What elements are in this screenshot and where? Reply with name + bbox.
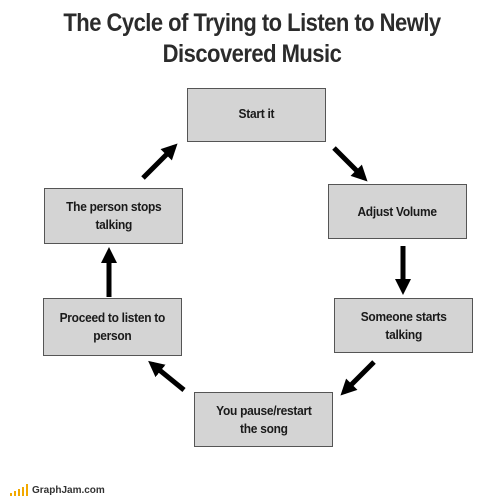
node-someone-line-1: Someone starts — [360, 308, 447, 324]
arrow-someone-to-pause — [340, 360, 376, 396]
node-proceed-to-listen: Proceed to listen to person — [43, 298, 182, 356]
node-adjust-volume: Adjust Volume — [328, 184, 467, 239]
node-stops-line-1: The person stops — [65, 199, 162, 214]
title-line-1: The Cycle of Trying to Listen to Newly — [63, 9, 441, 37]
arrow-stops-to-start — [141, 143, 178, 180]
node-start-it-label: Start it — [238, 106, 275, 121]
node-pause-line-2: the song — [239, 420, 288, 436]
diagram-title: The Cycle of Trying to Listen to Newly D… — [30, 8, 474, 70]
node-someone-line-2: talking — [385, 326, 422, 342]
node-adjust-volume-label: Adjust Volume — [357, 203, 438, 219]
node-proceed-line-1: Proceed to listen to — [59, 310, 166, 325]
node-person-stops-talking: The person stops talking — [44, 188, 183, 244]
arrow-start-to-adjust — [332, 146, 368, 182]
graphjam-logo-icon — [10, 484, 28, 496]
graphjam-site-text: GraphJam.com — [32, 485, 105, 496]
arrow-pause-to-proceed — [148, 360, 186, 392]
node-someone-starts-talking-label: Someone starts talking — [361, 308, 447, 344]
node-pause-restart-label: You pause/restart the song — [215, 402, 312, 438]
node-proceed-to-listen-label: Proceed to listen to person — [59, 309, 166, 345]
node-proceed-line-2: person — [93, 328, 132, 343]
node-start-it: Start it — [187, 88, 326, 142]
graphjam-footer: GraphJam.com — [10, 484, 105, 496]
node-pause-restart: You pause/restart the song — [194, 392, 333, 447]
node-stops-line-2: talking — [95, 217, 132, 232]
node-person-stops-talking-label: The person stops talking — [65, 198, 162, 234]
node-someone-starts-talking: Someone starts talking — [334, 298, 473, 353]
title-line-2: Discovered Music — [162, 40, 342, 68]
node-pause-line-1: You pause/restart — [215, 402, 312, 418]
